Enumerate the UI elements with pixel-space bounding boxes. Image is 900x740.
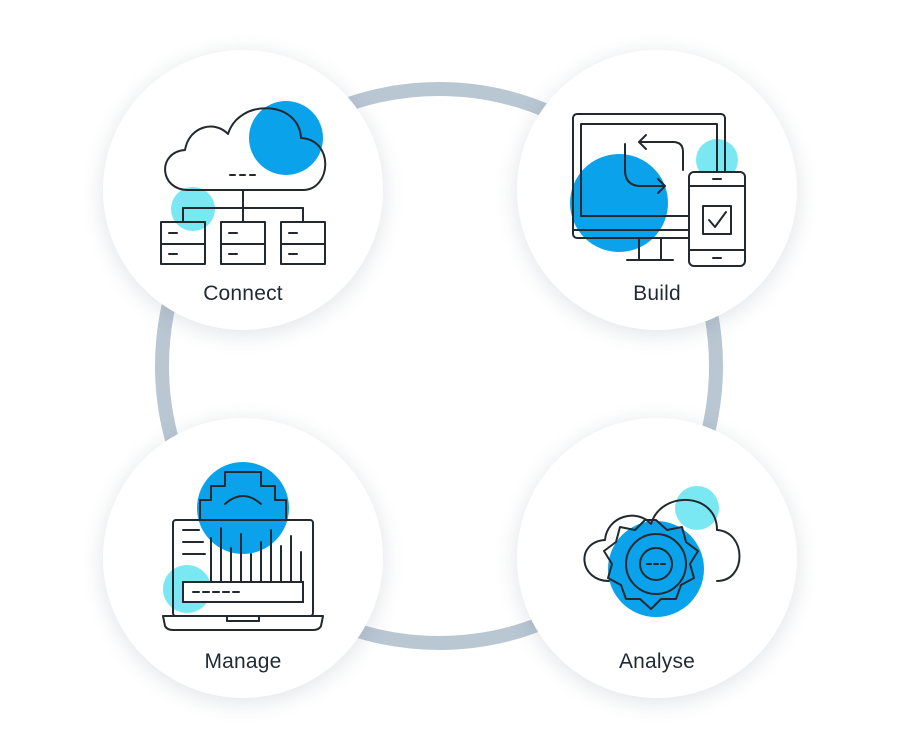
laptop-gear-icon — [162, 462, 324, 631]
stage-label-manage: Manage — [204, 650, 282, 673]
stage-manage: Manage — [103, 418, 383, 698]
cloud-network-icon — [160, 101, 327, 265]
stage-connect: Connect — [103, 50, 383, 330]
stage-label-build: Build — [633, 282, 681, 305]
stage-build: Build — [517, 50, 797, 330]
cloud-gear-icon — [583, 486, 741, 617]
stage-label-connect: Connect — [203, 282, 283, 305]
stage-label-analyse: Analyse — [618, 650, 696, 673]
stage-analyse: Analyse — [517, 418, 797, 698]
monitor-phone-icon — [570, 113, 746, 267]
